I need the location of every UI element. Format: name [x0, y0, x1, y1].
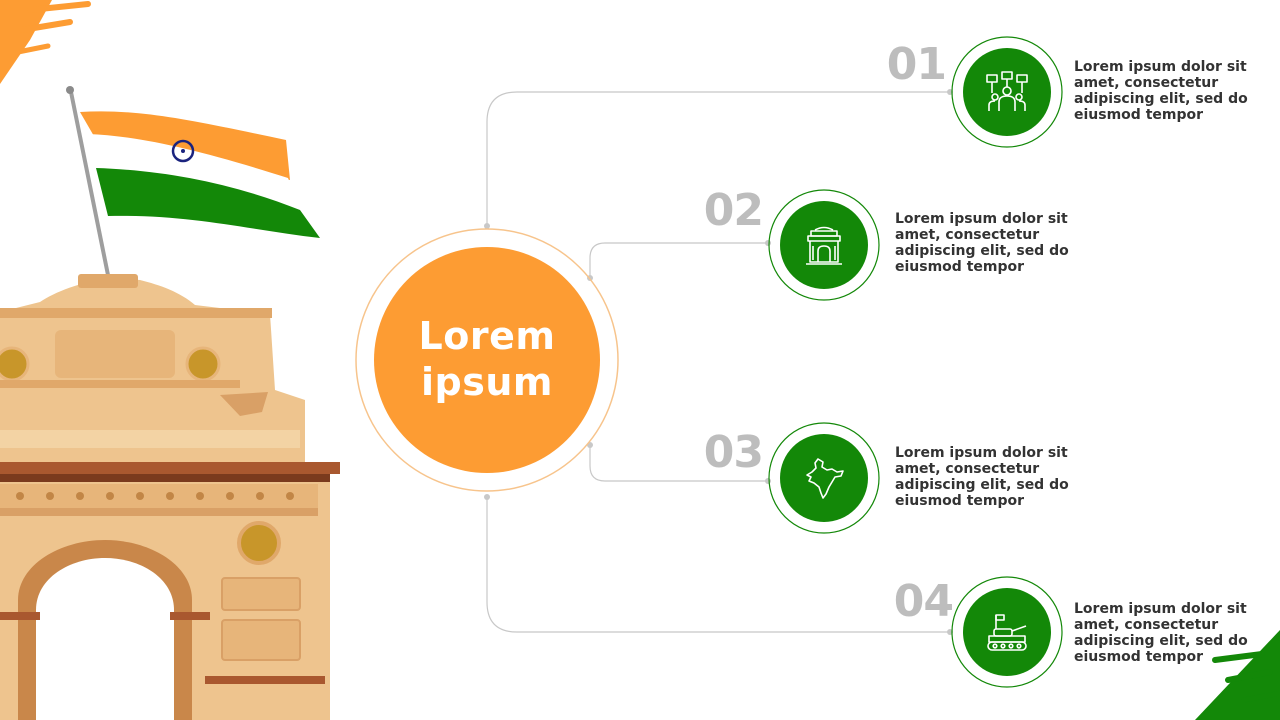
step-number-01: 01 — [886, 39, 947, 90]
india-map-icon — [806, 458, 844, 499]
step-text-01: Lorem ipsum dolor sit amet, consectetur … — [1074, 59, 1248, 123]
connector-03 — [589, 445, 768, 482]
connector-02 — [589, 242, 768, 278]
top-left-decoration — [0, 0, 91, 84]
center-title-line2: ipsum — [421, 360, 553, 404]
step-icon-01 — [963, 48, 1051, 136]
step-icon-04 — [963, 588, 1051, 676]
step-number-04: 04 — [893, 576, 954, 627]
step-text-04: Lorem ipsum dolor sit amet, consectetur … — [1074, 601, 1248, 665]
indian-flag-icon — [66, 86, 320, 276]
step-icon-02 — [780, 201, 868, 289]
connector-lines — [486, 91, 950, 633]
center-ring — [355, 228, 619, 492]
step-text-02: Lorem ipsum dolor sit amet, consectetur … — [895, 211, 1069, 275]
center-title-line1: Lorem — [418, 314, 556, 358]
connector-01 — [486, 91, 950, 226]
step-number-02: 02 — [703, 185, 764, 236]
tank-icon — [987, 614, 1027, 651]
step-rings — [768, 36, 1063, 688]
center-title: Lorem ipsum — [374, 246, 600, 472]
step-icon-03 — [780, 434, 868, 522]
connector-04 — [486, 497, 950, 633]
protest-people-icon — [986, 71, 1028, 111]
step-number-03: 03 — [703, 427, 764, 478]
bottom-right-decoration — [1195, 630, 1280, 720]
india-gate-illustration — [0, 274, 340, 720]
center-circle — [374, 247, 600, 473]
india-gate-icon — [806, 226, 842, 265]
step-text-03: Lorem ipsum dolor sit amet, consectetur … — [895, 445, 1069, 509]
